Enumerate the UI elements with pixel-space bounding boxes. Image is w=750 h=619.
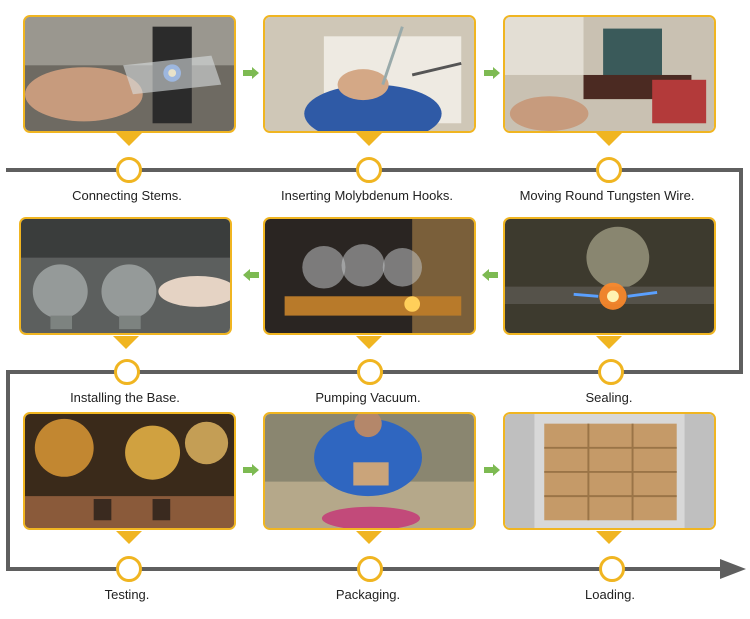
- step-pointer: [116, 133, 142, 146]
- step-label-testing: Testing.: [104, 587, 150, 602]
- step-pointer: [356, 133, 382, 146]
- arrow-right-icon: [243, 67, 259, 79]
- step-pointer: [596, 531, 622, 544]
- step-label-pumping-vacuum: Pumping Vacuum.: [315, 390, 421, 405]
- step-node-pumping-vacuum: [357, 359, 383, 385]
- step-label-moving-round-tungsten-wire: Moving Round Tungsten Wire.: [519, 188, 695, 203]
- step-node-testing: [116, 556, 142, 582]
- step-label-sealing: Sealing.: [585, 390, 633, 405]
- step-pointer: [356, 336, 382, 349]
- step-node-sealing: [598, 359, 624, 385]
- arrow-right-icon: [243, 464, 259, 476]
- step-pointer: [113, 336, 139, 349]
- arrow-left-icon: [482, 269, 498, 281]
- step-node-connecting-stems: [116, 157, 142, 183]
- step-photo-pumping-vacuum: [263, 217, 476, 335]
- step-photo-sealing: [503, 217, 716, 335]
- step-label-loading: Loading.: [585, 587, 635, 602]
- flow-end-arrow-icon: [720, 559, 746, 579]
- step-photo-packaging: [263, 412, 476, 530]
- step-pointer: [596, 336, 622, 349]
- arrow-left-icon: [243, 269, 259, 281]
- step-node-installing-the-base: [114, 359, 140, 385]
- arrow-right-icon: [484, 67, 500, 79]
- arrow-right-icon: [484, 464, 500, 476]
- step-node-inserting-molybdenum-hooks: [356, 157, 382, 183]
- step-pointer: [596, 133, 622, 146]
- step-node-moving-round-tungsten-wire: [596, 157, 622, 183]
- step-pointer: [356, 531, 382, 544]
- step-photo-testing: [23, 412, 236, 530]
- step-photo-connecting-stems: [23, 15, 236, 133]
- step-label-installing-the-base: Installing the Base.: [70, 390, 180, 405]
- step-label-inserting-molybdenum-hooks: Inserting Molybdenum Hooks.: [281, 188, 453, 203]
- step-node-packaging: [357, 556, 383, 582]
- flow-line-right-drop: [739, 168, 743, 374]
- step-label-packaging: Packaging.: [335, 587, 401, 602]
- step-pointer: [116, 531, 142, 544]
- step-photo-inserting-molybdenum-hooks: [263, 15, 476, 133]
- step-photo-installing-the-base: [19, 217, 232, 335]
- step-photo-moving-round-tungsten-wire: [503, 15, 716, 133]
- step-label-connecting-stems: Connecting Stems.: [72, 188, 182, 203]
- step-node-loading: [599, 556, 625, 582]
- step-photo-loading: [503, 412, 716, 530]
- flow-line-left-drop: [6, 370, 10, 571]
